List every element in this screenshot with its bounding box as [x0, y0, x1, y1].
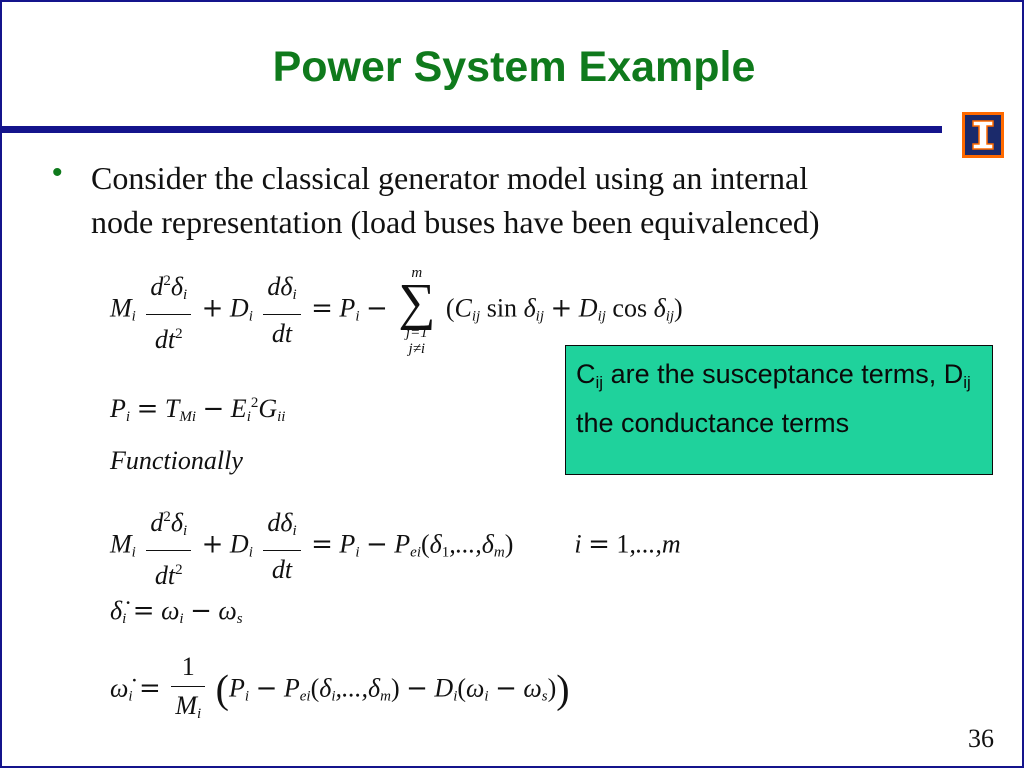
block-i-icon [965, 115, 1001, 155]
bullet-line-1: Consider the classical generator model u… [91, 160, 809, 196]
bullet-line-2: node representation (load buses have bee… [91, 204, 820, 240]
callout-d-text: the conductance terms [576, 408, 850, 438]
bullet-text: Consider the classical generator model u… [91, 156, 1011, 244]
title-divider [2, 126, 942, 133]
callout-c-text: are the susceptance terms, D [603, 359, 964, 389]
equation-delta-dot: δ̇i = ωi − ωs [110, 596, 243, 627]
equation-pi: Pi = TMi − Ei2Gii [110, 394, 286, 425]
callout-c-letter: C [576, 359, 596, 389]
note-callout: Cij are the susceptance terms, Dij the c… [565, 345, 993, 475]
bullet-marker: • [52, 156, 63, 189]
university-logo [962, 112, 1004, 158]
page-number: 36 [968, 724, 994, 753]
callout-c-subscript: ij [595, 373, 604, 392]
slide-title: Power System Example [272, 43, 756, 91]
callout-d-subscript: ij [963, 373, 971, 392]
functionally-label: Functionally [110, 446, 243, 475]
